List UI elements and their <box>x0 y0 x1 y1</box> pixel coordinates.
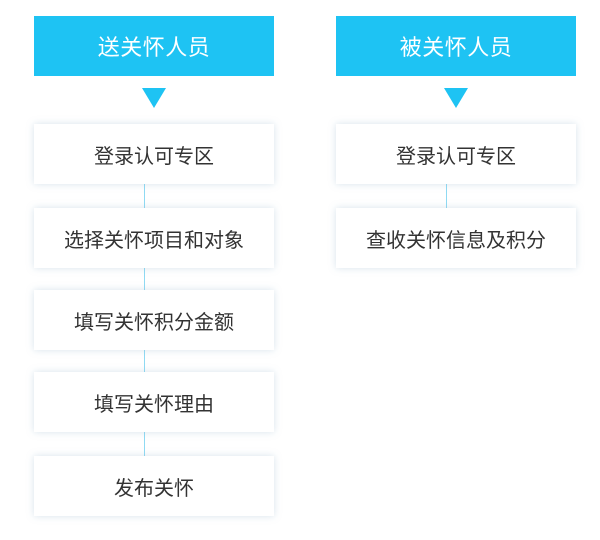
sender-down-arrow-icon <box>142 88 166 108</box>
sender-step-publish: 发布关怀 <box>34 456 274 516</box>
sender-connector <box>144 184 145 208</box>
sender-step-select-item: 选择关怀项目和对象 <box>34 208 274 268</box>
sender-connector <box>144 432 145 456</box>
sender-column: 送关怀人员 登录认可专区 选择关怀项目和对象 填写关怀积分金额 填写关怀理由 发… <box>34 0 274 540</box>
receiver-header: 被关怀人员 <box>336 16 576 76</box>
receiver-step-login: 登录认可专区 <box>336 124 576 184</box>
sender-header: 送关怀人员 <box>34 16 274 76</box>
receiver-down-arrow-icon <box>444 88 468 108</box>
sender-connector <box>144 268 145 290</box>
receiver-connector <box>446 184 447 208</box>
sender-step-fill-reason: 填写关怀理由 <box>34 372 274 432</box>
sender-connector <box>144 350 145 372</box>
receiver-column: 被关怀人员 登录认可专区 查收关怀信息及积分 <box>336 0 576 540</box>
receiver-step-check-info: 查收关怀信息及积分 <box>336 208 576 268</box>
sender-step-fill-points: 填写关怀积分金额 <box>34 290 274 350</box>
sender-step-login: 登录认可专区 <box>34 124 274 184</box>
